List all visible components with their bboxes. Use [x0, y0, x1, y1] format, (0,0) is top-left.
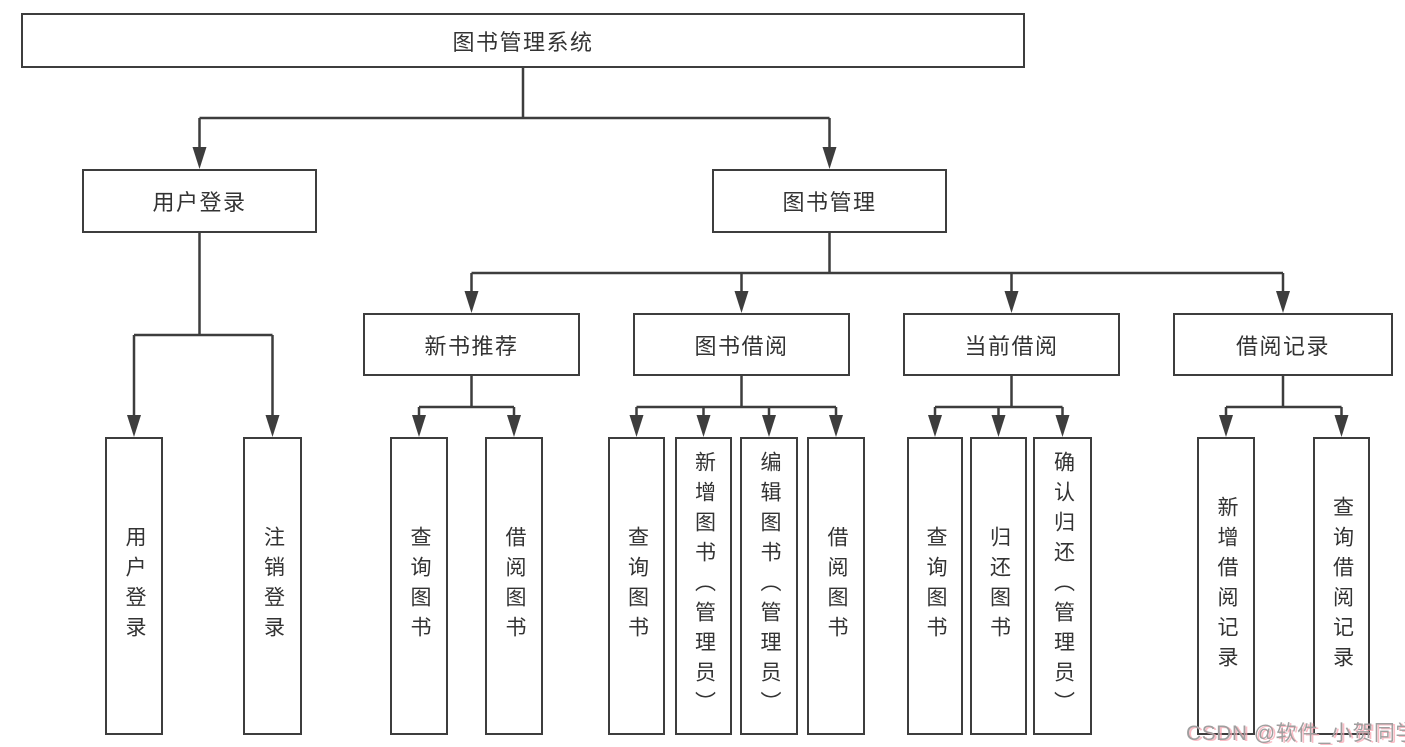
node-user-login: 用户登录: [82, 169, 317, 233]
node-borrow-records-label: 借阅记录: [1235, 333, 1330, 359]
node-root-system: 图书管理系统: [21, 13, 1025, 68]
node-new-book-recommend-label: 新书推荐: [424, 333, 519, 359]
leaf-current-return-books-label: 归还图书: [987, 526, 1011, 646]
leaf-current-confirm-return-admin: 确认归还（管理员）: [1033, 437, 1092, 735]
leaf-borrow-query-books-label: 查询图书: [625, 526, 649, 646]
node-book-borrow-label: 图书借阅: [694, 333, 789, 359]
node-book-management: 图书管理: [712, 169, 947, 233]
leaf-recommend-borrow-books-label: 借阅图书: [503, 526, 526, 646]
leaf-user-login-label: 用户登录: [123, 526, 146, 646]
node-new-book-recommend: 新书推荐: [363, 313, 580, 376]
leaf-recommend-query-books: 查询图书: [390, 437, 448, 735]
leaf-borrow-add-books-admin: 新增图书（管理员）: [675, 437, 732, 735]
leaf-recommend-borrow-books: 借阅图书: [485, 437, 543, 735]
leaf-borrow-borrow-books: 借阅图书: [807, 437, 865, 735]
leaf-current-query-books: 查询图书: [907, 437, 963, 735]
leaf-borrow-edit-books-admin: 编辑图书（管理员）: [740, 437, 798, 735]
leaf-borrow-borrow-books-label: 借阅图书: [825, 526, 848, 646]
leaf-recommend-query-books-label: 查询图书: [408, 526, 431, 646]
csdn-watermark: CSDN @软件_小贺同学: [1186, 722, 1405, 745]
node-current-borrow-label: 当前借阅: [964, 333, 1059, 359]
leaf-logout-login: 注销登录: [243, 437, 302, 735]
node-book-management-label: 图书管理: [782, 190, 877, 215]
leaf-logout-login-label: 注销登录: [261, 526, 285, 646]
leaf-records-add-record: 新增借阅记录: [1197, 437, 1255, 735]
leaf-borrow-add-books-admin-label: 新增图书（管理员）: [692, 451, 716, 721]
node-user-login-label: 用户登录: [152, 190, 247, 215]
leaf-user-login: 用户登录: [105, 437, 163, 735]
leaf-records-query-record-label: 查询借阅记录: [1330, 496, 1354, 676]
node-root-system-label: 图书管理系统: [452, 29, 594, 55]
node-current-borrow: 当前借阅: [903, 313, 1120, 376]
leaf-current-return-books: 归还图书: [970, 437, 1027, 735]
node-book-borrow: 图书借阅: [633, 313, 850, 376]
leaf-borrow-query-books: 查询图书: [608, 437, 665, 735]
leaf-records-query-record: 查询借阅记录: [1313, 437, 1370, 735]
leaf-records-add-record-label: 新增借阅记录: [1215, 496, 1238, 676]
node-borrow-records: 借阅记录: [1173, 313, 1393, 376]
leaf-borrow-edit-books-admin-label: 编辑图书（管理员）: [758, 451, 781, 721]
leaf-current-query-books-label: 查询图书: [924, 526, 947, 646]
leaf-current-confirm-return-admin-label: 确认归还（管理员）: [1051, 451, 1075, 721]
